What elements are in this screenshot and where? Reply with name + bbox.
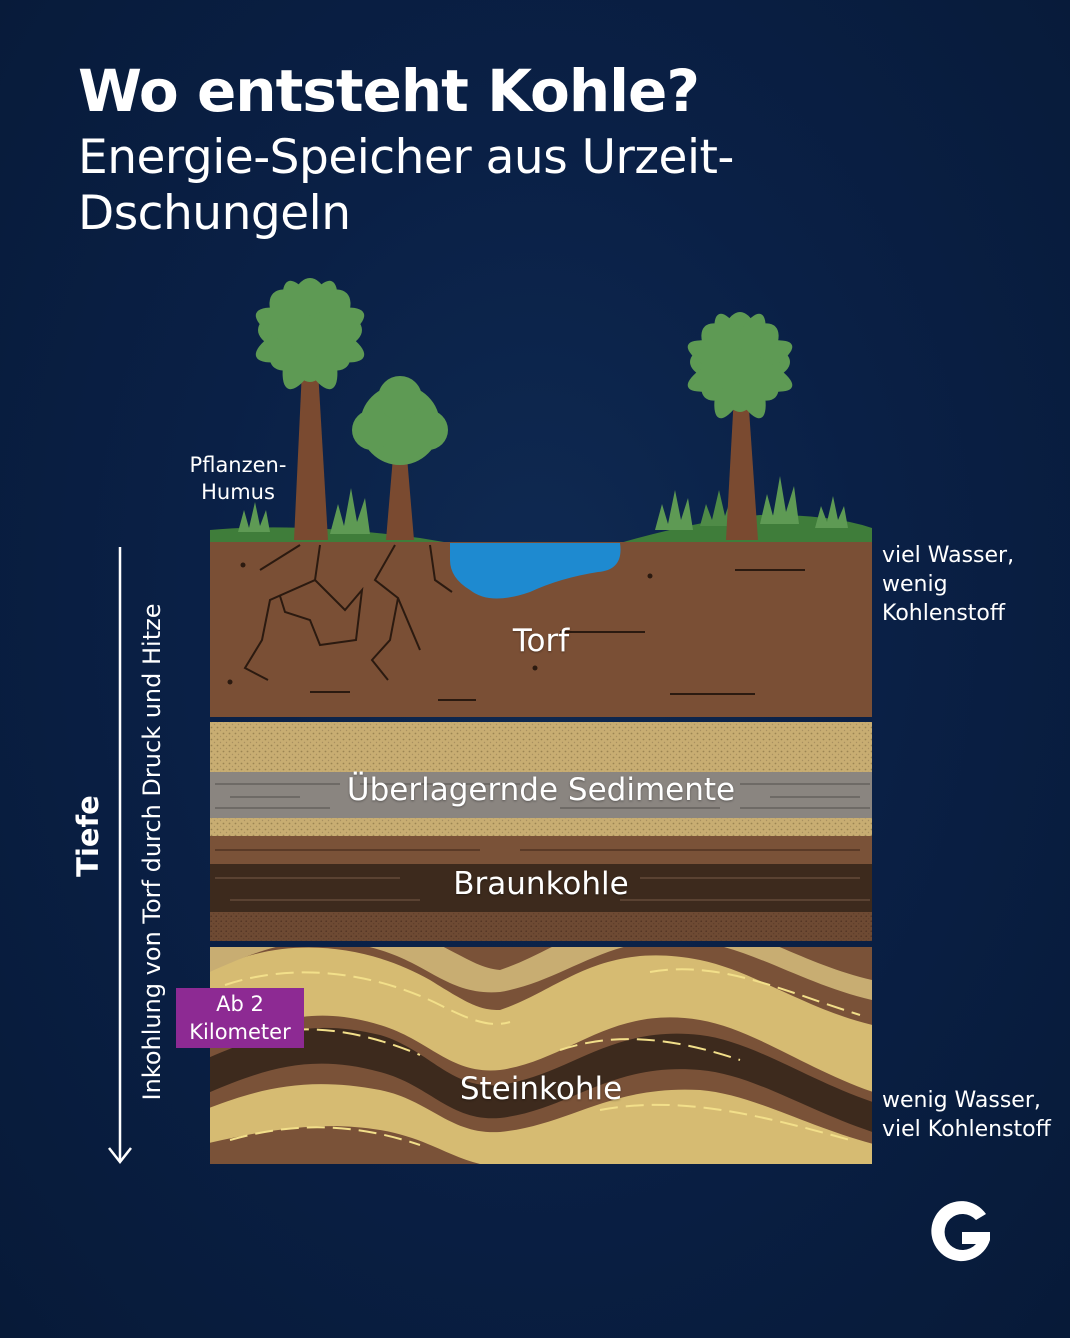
- process-label: Inkohlung von Torf durch Druck und Hitze: [138, 603, 166, 1101]
- pflanzen-humus-label: Pflanzen-Humus: [189, 453, 287, 504]
- steinkohle-label: Steinkohle: [459, 1071, 623, 1107]
- page-subtitle: Energie-Speicher aus Urzeit-Dschungeln: [78, 130, 734, 241]
- depth-axis-label: Tiefe: [71, 795, 105, 877]
- page-title: Wo entsteht Kohle?: [78, 57, 700, 125]
- bottom-note: wenig Wasser, viel Kohlenstoff: [882, 1088, 1051, 1142]
- ground-surface: [210, 476, 872, 543]
- torf-label: Torf: [512, 623, 570, 659]
- palm-tree-right: [687, 312, 793, 540]
- layer-braunkohle: [210, 836, 872, 941]
- sedimente-label: Überlagernde Sedimente: [346, 772, 736, 808]
- braunkohle-label: Braunkohle: [453, 866, 629, 902]
- depth-marker-badge: Ab 2 Kilometer: [176, 988, 304, 1048]
- layer-torf: [210, 542, 872, 717]
- round-tree: [352, 376, 448, 540]
- g-logo-icon: [931, 1201, 990, 1262]
- top-note: viel Wasser, wenig Kohlenstoff: [882, 543, 1015, 626]
- layer-sedimente: [210, 722, 872, 836]
- palm-tree-left: [255, 278, 365, 540]
- depth-arrow: [108, 547, 132, 1165]
- layer-steinkohle: [210, 947, 872, 1164]
